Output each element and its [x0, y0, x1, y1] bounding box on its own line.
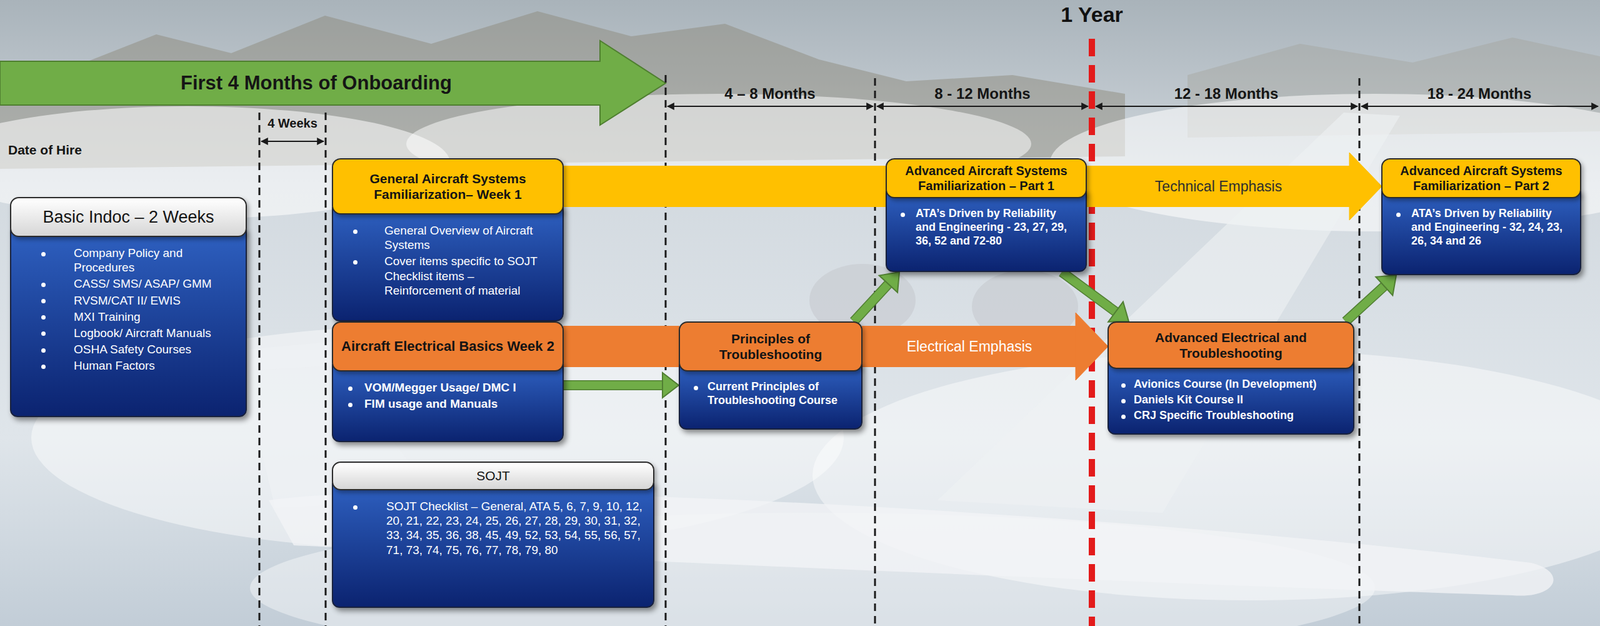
- bullet-text: MXI Training: [11, 309, 237, 324]
- connector-outline: [1345, 285, 1385, 322]
- connector-arrow: [861, 312, 1109, 380]
- box-body: VOM/Megger Usage/ DMC IFIM usage and Man…: [331, 363, 564, 442]
- period-label: 18 - 24 Months: [1427, 85, 1532, 103]
- connector-arrow: [563, 186, 887, 187]
- connector-outline: [563, 380, 664, 390]
- bullet-text: CRJ Specific Troubleshooting: [1108, 408, 1345, 423]
- training-box: SOJT SOJT Checklist – General, ATA 5, 6, …: [331, 461, 655, 608]
- bullet-text: ATA’s Driven by Reliability and Engineer…: [886, 206, 1077, 249]
- period-span: [261, 140, 324, 142]
- box-header: Advanced Aircraft Systems Familiarizatio…: [1381, 158, 1582, 199]
- connector-arrow: [1086, 152, 1382, 220]
- header-text: SOJT: [476, 467, 510, 484]
- arrow-head: [1349, 152, 1382, 220]
- bullet-text: VOM/Megger Usage/ DMC I: [333, 380, 554, 395]
- arrow-head: [879, 271, 900, 293]
- header-text: Advanced Aircraft Systems Familiarizatio…: [894, 163, 1079, 194]
- bullet-text: SOJT Checklist – General, ATA 5, 6, 7, 9…: [333, 498, 645, 557]
- period-label: 12 - 18 Months: [1174, 85, 1279, 103]
- progress-line: [1345, 285, 1385, 322]
- bullet-text: General Overview of Aircraft Systems: [333, 223, 554, 252]
- bullet-text: Daniels Kit Course II: [1108, 393, 1345, 407]
- emphasis-band: [563, 165, 887, 207]
- connector-arrow: [853, 271, 900, 322]
- bullet-text: Company Policy and Procedures: [11, 245, 237, 275]
- start-label: Date of Hire: [8, 142, 82, 158]
- training-box: Aircraft Electrical Basics Week 2 VOM/Meg…: [331, 321, 564, 442]
- box-body: ATA’s Driven by Reliability and Engineer…: [885, 190, 1087, 272]
- bullet-text: Current Principles of Troubleshooting Co…: [680, 380, 853, 408]
- box-header: Advanced Electrical and Troubleshooting: [1107, 321, 1355, 369]
- header-text: Aircraft Electrical Basics Week 2: [341, 338, 555, 355]
- bullet-text: FIM usage and Manuals: [333, 396, 554, 411]
- bullet-text: Avionics Course (In Development): [1108, 377, 1345, 392]
- period-divider: [258, 112, 261, 626]
- phase-title: First 4 Months of Onboarding: [180, 71, 452, 95]
- header-text: General Aircraft Systems Familiarization…: [340, 170, 555, 202]
- bullet-text: RVSM/CAT II/ EWIS: [11, 293, 237, 308]
- period-label: 4 Weeks: [267, 116, 318, 131]
- box-header: Principles of Troubleshooting: [678, 321, 863, 372]
- header-text: Basic Indoc – 2 Weeks: [42, 206, 214, 227]
- box-header: Advanced Aircraft Systems Familiarizatio…: [885, 158, 1087, 199]
- period-label: 4 – 8 Months: [724, 85, 815, 103]
- training-box: Principles of TroubleshootingCurrent Pri…: [678, 321, 863, 430]
- progress-line: [563, 381, 664, 390]
- box-header: Basic Indoc – 2 Weeks: [10, 196, 247, 237]
- header-text: Advanced Electrical and Troubleshooting: [1116, 329, 1346, 361]
- arrow-head: [1375, 275, 1397, 295]
- box-body: SOJT Checklist – General, ATA 5, 6, 7, 9…: [331, 482, 655, 608]
- emphasis-band: [563, 325, 680, 367]
- training-box: General Aircraft Systems Familiarization…: [331, 158, 564, 322]
- header-text: Advanced Aircraft Systems Familiarizatio…: [1390, 163, 1573, 194]
- emphasis-label: Technical Emphasis: [1155, 178, 1282, 195]
- bullet-text: Logbook/ Aircraft Manuals: [11, 325, 237, 340]
- progress-line: [853, 283, 890, 322]
- box-header: SOJT: [331, 461, 655, 490]
- bullet-text: Human Factors: [11, 358, 237, 373]
- emphasis-band: [1086, 165, 1351, 207]
- period-span: [667, 105, 874, 107]
- training-box: Advanced Aircraft Systems Familiarizatio…: [885, 158, 1087, 272]
- connector-outline: [853, 283, 890, 322]
- period-divider: [325, 112, 327, 626]
- bullet-text: CASS/ SMS/ ASAP/ GMM: [11, 276, 237, 291]
- period-span: [1361, 105, 1599, 107]
- header-text: Principles of Troubleshooting: [687, 330, 854, 362]
- box-header: Aircraft Electrical Basics Week 2: [331, 321, 564, 372]
- arrow-head: [662, 372, 679, 398]
- box-body: Avionics Course (In Development)Daniels …: [1107, 361, 1355, 435]
- box-body: Company Policy and ProceduresCASS/ SMS/ …: [10, 229, 247, 417]
- arrow-head: [1075, 312, 1109, 380]
- box-body: ATA’s Driven by Reliability and Engineer…: [1381, 190, 1582, 275]
- period-span: [1095, 105, 1358, 107]
- period-divider: [1358, 78, 1361, 626]
- emphasis-band: [861, 325, 1077, 367]
- connector-outline: [1061, 271, 1117, 313]
- training-box: Advanced Electrical and TroubleshootingA…: [1107, 321, 1355, 435]
- training-box: Advanced Aircraft Systems Familiarizatio…: [1381, 158, 1582, 275]
- connector-arrow: [563, 372, 679, 398]
- milestone-label: 1 Year: [1060, 2, 1124, 27]
- box-body: Current Principles of Troubleshooting Co…: [678, 363, 863, 430]
- onboarding-arrow: [0, 40, 666, 125]
- emphasis-label: Electrical Emphasis: [906, 338, 1033, 355]
- period-label: 8 - 12 Months: [934, 85, 1030, 103]
- connector-arrow: [1345, 275, 1397, 322]
- progress-line: [1061, 271, 1117, 313]
- connector-arrow: [1061, 271, 1129, 322]
- connector-arrow: [563, 346, 680, 347]
- period-span: [876, 105, 1089, 107]
- training-box: Basic Indoc – 2 WeeksCompany Policy and …: [10, 196, 247, 417]
- bullet-text: OSHA Safety Courses: [11, 341, 237, 357]
- bullet-text: ATA’s Driven by Reliability and Engineer…: [1382, 206, 1572, 249]
- box-header: General Aircraft Systems Familiarization…: [331, 158, 564, 215]
- box-body: General Overview of Aircraft SystemsCove…: [331, 206, 564, 322]
- bullet-text: Cover items specific to SOJT Checklist i…: [333, 253, 554, 298]
- arrow-head: [1108, 301, 1129, 322]
